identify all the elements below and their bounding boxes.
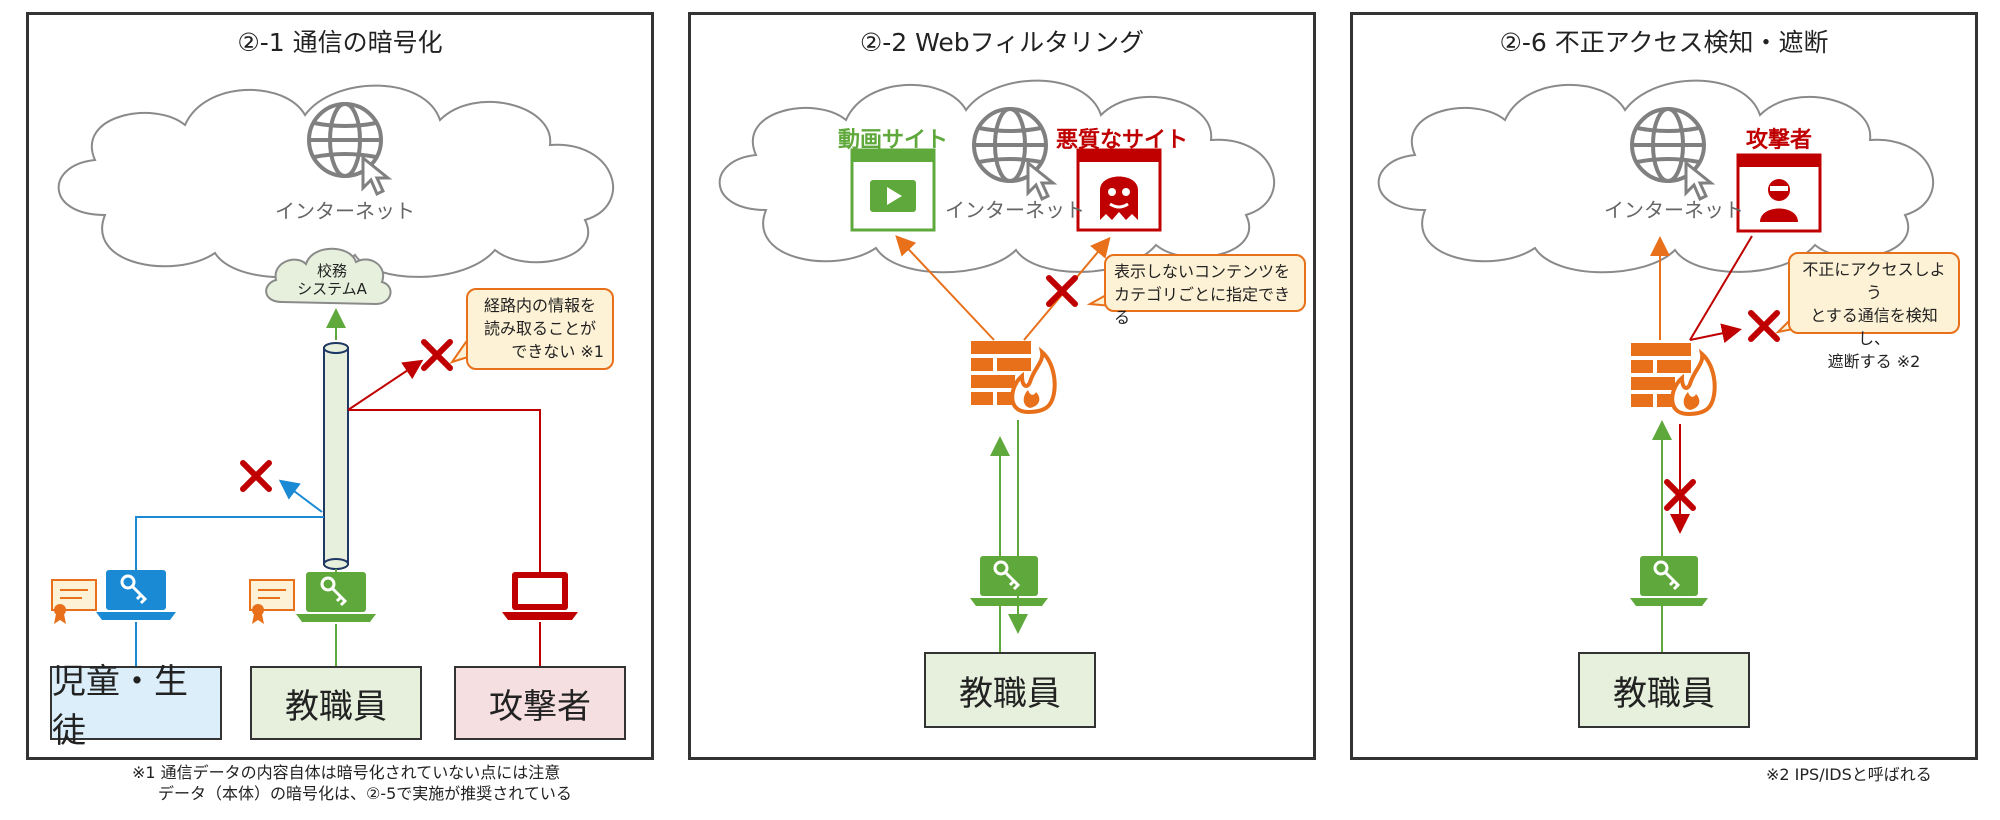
- school-system-cloud-icon: [265, 247, 392, 306]
- attack-path: [1689, 235, 1753, 341]
- intrusion-callout: 不正にアクセスしよう とする通信を検知し、 遮断する ※2: [1788, 252, 1960, 371]
- firewall-icon: [969, 339, 1057, 414]
- filtering-callout: 表示しないコンテンツを カテゴリごとに指定できる: [1104, 254, 1306, 327]
- staff-box: 教職員: [924, 652, 1096, 728]
- video-site-icon: [850, 148, 936, 232]
- callout-line: カテゴリごとに指定できる: [1114, 285, 1291, 327]
- video-site-label: 動画サイト: [837, 128, 948, 153]
- school-system-label: 校務 システムA: [276, 262, 388, 298]
- blocked-x-icon: [1751, 313, 1777, 339]
- panel-title: ②-1 通信の暗号化: [237, 28, 443, 57]
- laptop-icon-attacker: [502, 572, 578, 620]
- callout-line: 表示しないコンテンツを: [1114, 262, 1291, 281]
- arrow-to-video-site: [895, 235, 995, 341]
- student-path: [135, 516, 324, 580]
- blocked-x-icon: [243, 463, 269, 489]
- internet-label: インターネット: [945, 198, 1085, 222]
- footnote-2: ※2 IPS/IDSと呼ばれる: [1766, 765, 1932, 784]
- footnote-1: ※1 通信データの内容自体は暗号化されていない点には注意 データ（本体）の暗号化…: [132, 762, 572, 804]
- attacker-site-icon: [1736, 153, 1822, 233]
- certificate-icon: [51, 579, 97, 625]
- attacker-box: 攻撃者: [454, 666, 626, 740]
- callout-line: 読み取ることが: [483, 319, 596, 338]
- internet-label: インターネット: [1604, 198, 1744, 222]
- laptop-icon-student: [96, 570, 176, 620]
- malicious-site-label: 悪質なサイト: [1056, 128, 1189, 153]
- internet-label: インターネット: [275, 199, 415, 223]
- panel-title: ②-2 Webフィルタリング: [859, 28, 1145, 57]
- blocked-x-icon: [424, 342, 450, 368]
- staff-box: 教職員: [250, 666, 422, 740]
- attacker-path: [348, 409, 541, 596]
- laptop-icon-staff: [970, 556, 1048, 606]
- callout-line: 遮断する ※2: [1827, 352, 1921, 371]
- school-system-label-line2: システムA: [297, 280, 367, 298]
- firewall-icon: [1629, 341, 1717, 416]
- panel-title: ②-6 不正アクセス検知・遮断: [1499, 28, 1829, 57]
- students-box: 児童・生徒: [50, 662, 222, 751]
- encrypted-tunnel-icon: [323, 342, 349, 570]
- callout-line: 不正にアクセスしよう: [1802, 260, 1946, 302]
- encryption-callout: 経路内の情報を 読み取ることが できない ※1: [466, 288, 614, 370]
- laptop-icon-staff: [296, 572, 376, 622]
- callout-line: 経路内の情報を: [483, 296, 596, 315]
- laptop-icon-staff: [1630, 556, 1708, 606]
- staff-box: 教職員: [1578, 652, 1750, 728]
- footnote-line: データ（本体）の暗号化は、②-5で実施が推奨されている: [158, 784, 572, 803]
- malicious-site-icon: [1076, 148, 1162, 232]
- certificate-icon: [249, 579, 295, 625]
- blocked-x-icon: [1049, 278, 1075, 304]
- callout-line: とする通信を検知し、: [1810, 306, 1938, 348]
- school-system-label-line1: 校務: [316, 262, 347, 280]
- attacker-label: 攻撃者: [1745, 128, 1812, 153]
- callout-line: できない ※1: [511, 342, 604, 361]
- footnote-line: ※1 通信データの内容自体は暗号化されていない点には注意: [132, 763, 561, 782]
